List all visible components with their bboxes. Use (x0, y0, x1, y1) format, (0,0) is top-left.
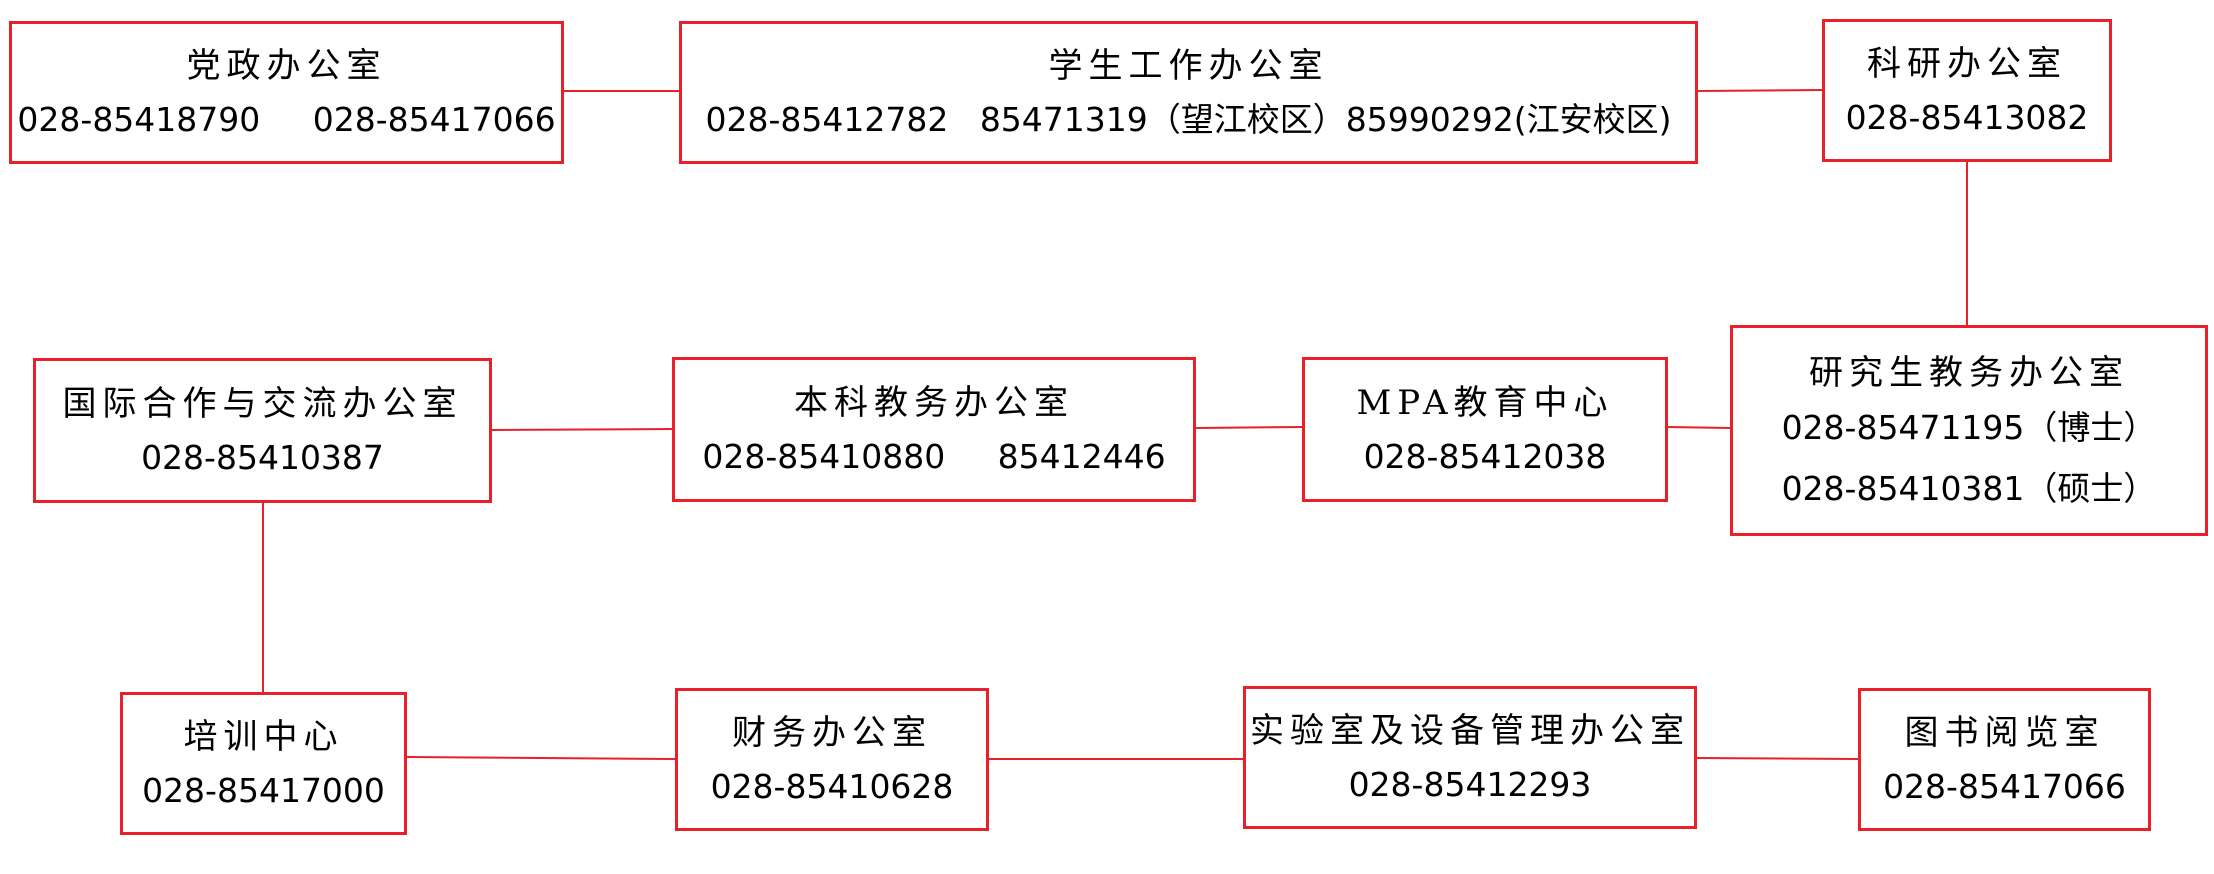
office-name: MPA教育中心 (1356, 383, 1614, 423)
office-phone: 028-85417066 (1883, 766, 2126, 806)
office-name: 党政办公室 (186, 46, 387, 87)
office-mpa: MPA教育中心 028-85412038 (1302, 357, 1668, 502)
office-phone: 028-85417000 (142, 770, 385, 810)
office-phone-masters: 028-85410381（硕士） (1781, 469, 2157, 509)
connector-international-undergrad (490, 428, 674, 431)
office-name: 研究生教务办公室 (1809, 352, 2129, 393)
office-undergrad: 本科教务办公室 028-85410880 85412446 (672, 357, 1196, 502)
office-phone-doctoral: 028-85471195（博士） (1781, 408, 2157, 448)
connector-student-research (1696, 89, 1824, 92)
office-research: 科研办公室 028-85413082 (1822, 19, 2112, 162)
connector-mpa-graduate (1666, 426, 1732, 429)
office-lab-equipment: 实验室及设备管理办公室 028-85412293 (1243, 686, 1697, 829)
office-graduate: 研究生教务办公室 028-85471195（博士） 028-85410381（硕… (1730, 325, 2208, 536)
connector-undergrad-mpa (1194, 426, 1304, 429)
office-phone: 028-85413082 (1845, 97, 2089, 137)
office-phone: 028-85412782 85471319（望江校区）85990292(江安校区… (705, 99, 1672, 139)
office-phone-list: 028-85471195（博士） 028-85410381（硕士） (1782, 411, 2157, 505)
office-training: 培训中心 028-85417000 (120, 692, 407, 835)
office-international: 国际合作与交流办公室 028-85410387 (33, 358, 492, 503)
connector-training-finance (405, 756, 677, 760)
office-phone: 028-85418790 028-85417066 (17, 99, 556, 139)
office-name: 图书阅览室 (1904, 713, 2105, 754)
office-phone: 028-85412293 (1348, 764, 1592, 804)
office-student-work: 学生工作办公室 028-85412782 85471319（望江校区）85990… (679, 21, 1698, 164)
office-phone: 028-85412038 (1363, 437, 1607, 476)
office-phone: 028-85410387 (141, 438, 384, 477)
office-phone: 028-85410628 (710, 766, 954, 806)
office-name: 学生工作办公室 (1048, 46, 1329, 87)
office-name: 培训中心 (183, 717, 344, 758)
office-name: 实验室及设备管理办公室 (1250, 711, 1690, 752)
office-name: 本科教务办公室 (794, 383, 1074, 423)
office-party-admin: 党政办公室 028-85418790 028-85417066 (9, 21, 564, 164)
office-name: 国际合作与交流办公室 (62, 384, 463, 424)
office-name: 财务办公室 (732, 713, 932, 754)
office-phone: 028-85410880 85412446 (702, 437, 1166, 476)
connector-lab-library (1695, 757, 1860, 760)
office-finance: 财务办公室 028-85410628 (675, 688, 989, 831)
office-name: 科研办公室 (1867, 44, 2067, 85)
office-library: 图书阅览室 028-85417066 (1858, 688, 2151, 831)
